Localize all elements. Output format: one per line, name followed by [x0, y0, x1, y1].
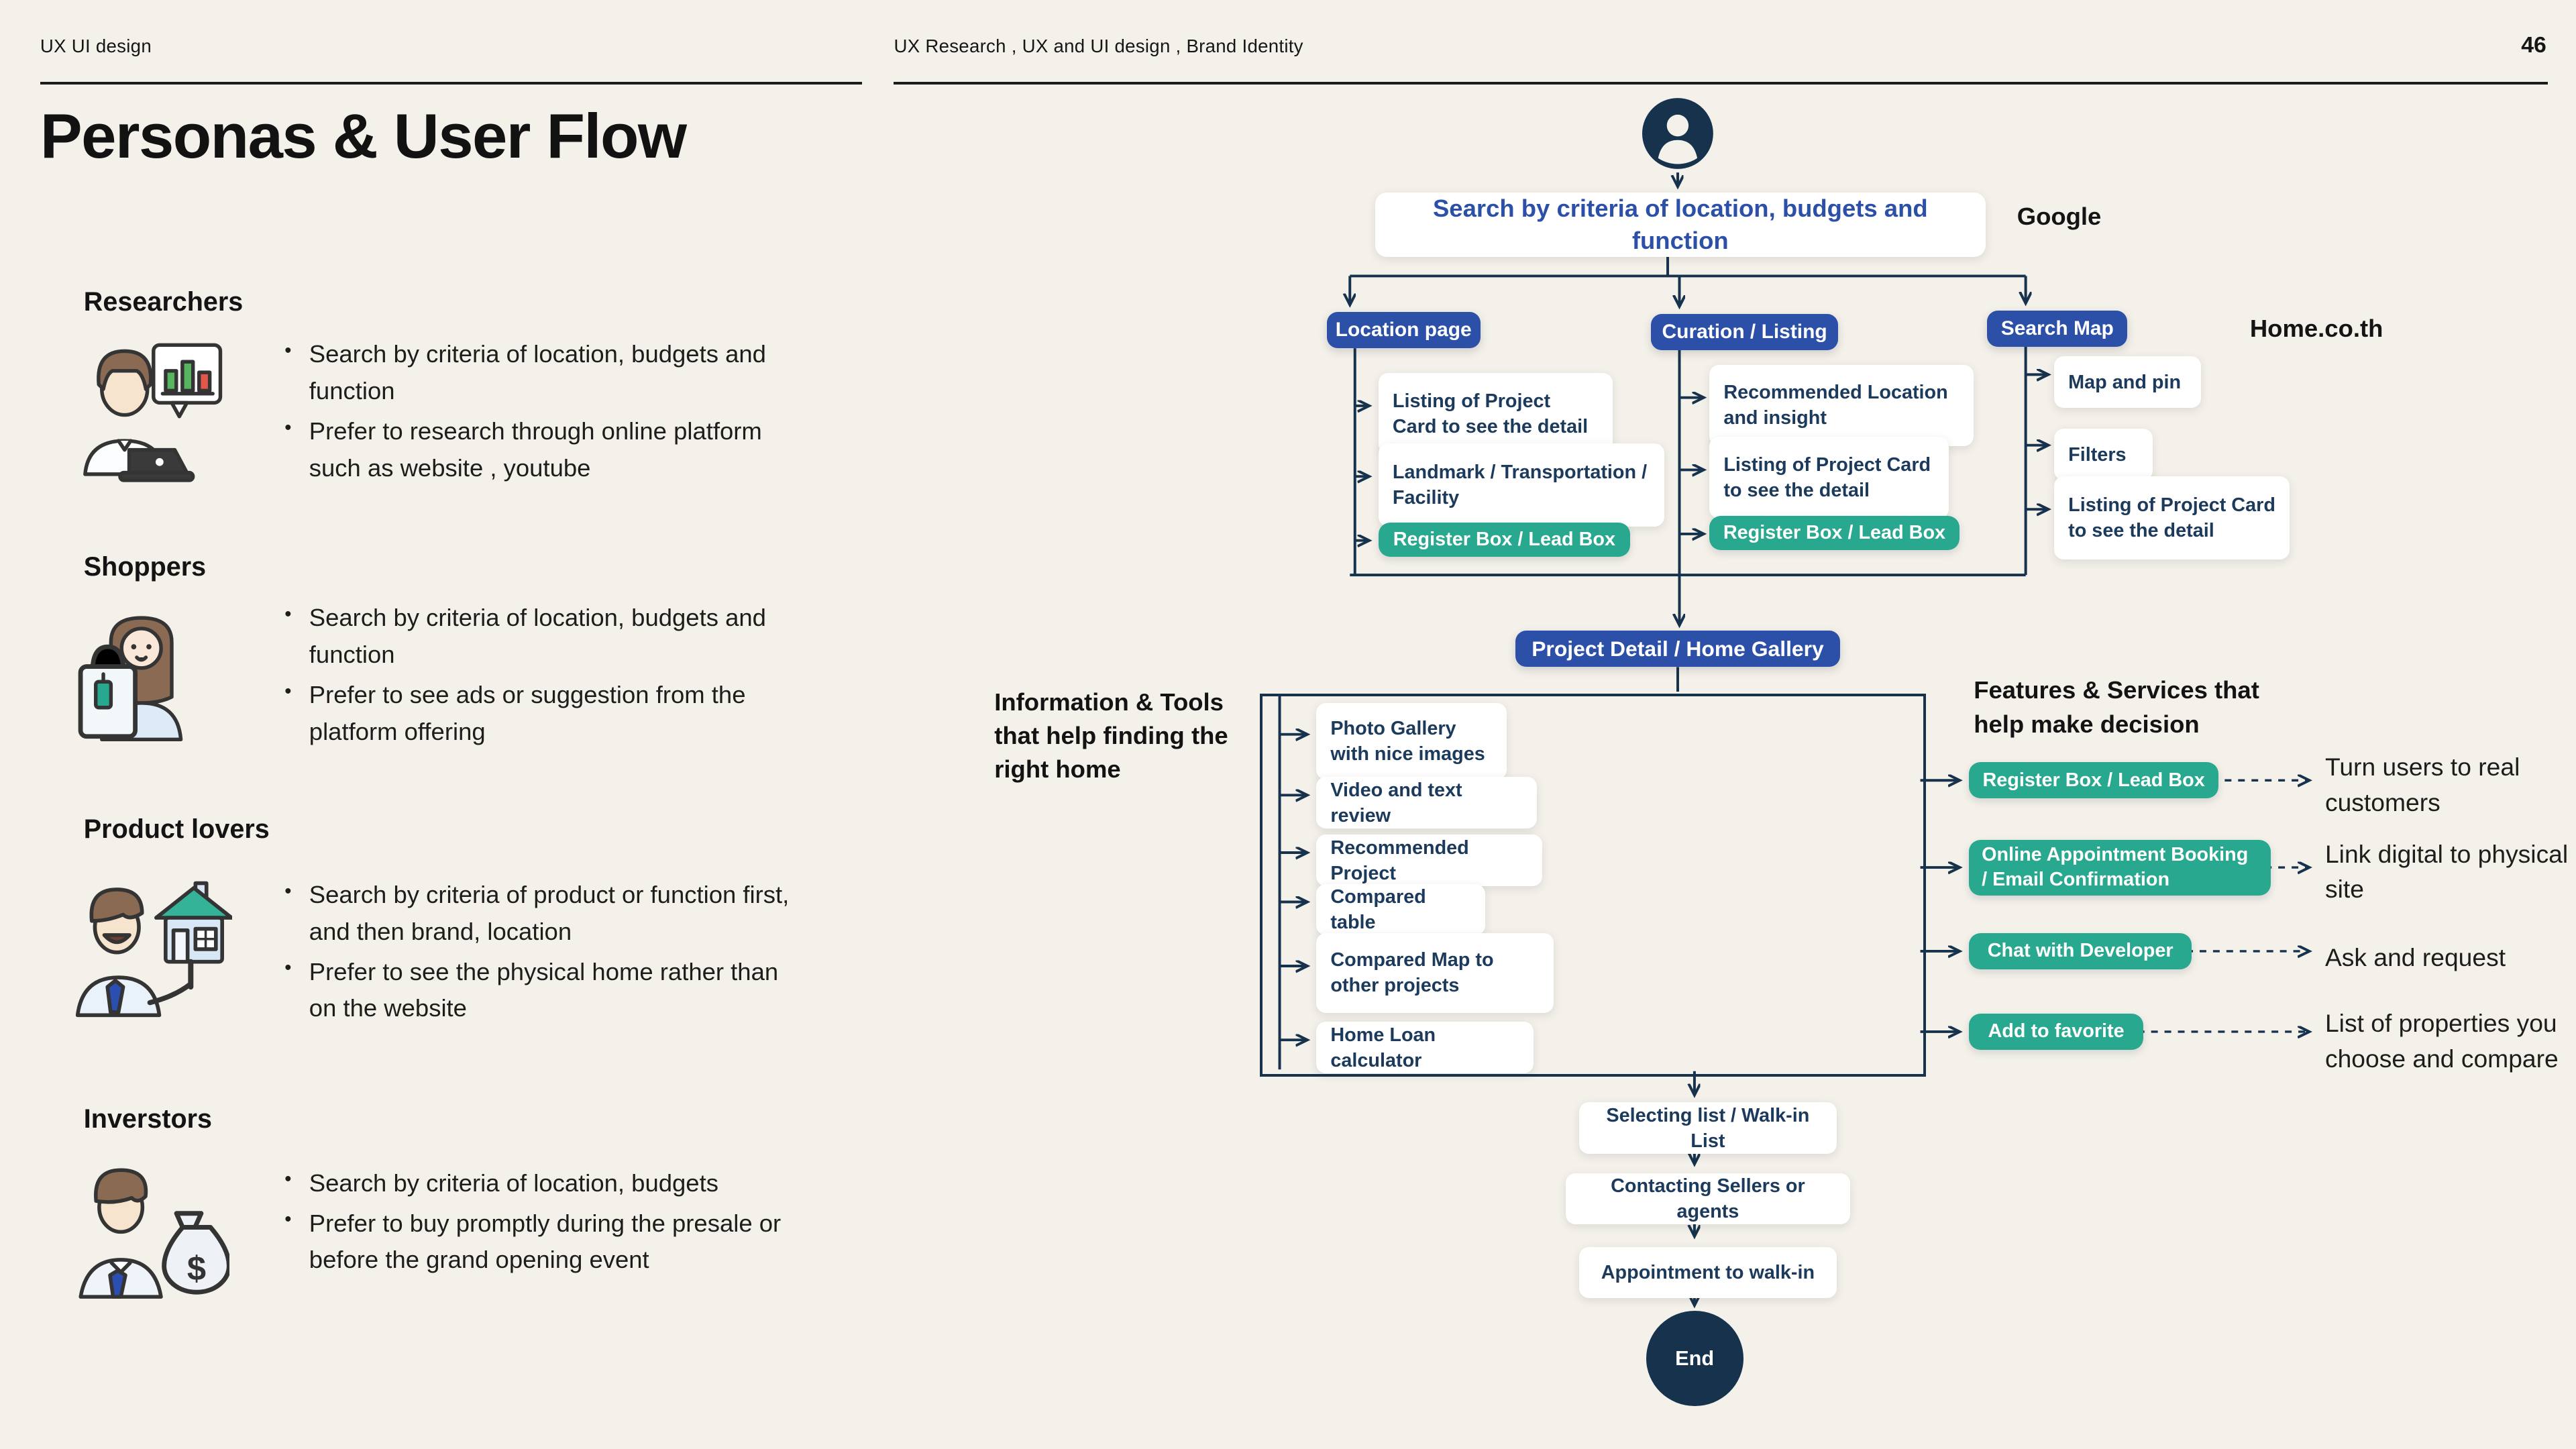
- page-number: 46: [2521, 32, 2546, 58]
- persona-bullets-researchers: Search by criteria of location, budgets …: [280, 336, 808, 490]
- bullet: Search by criteria of product or functio…: [280, 877, 808, 950]
- user-icon: [1641, 97, 1715, 170]
- feature-note-register-box: Turn users to real customers: [2324, 752, 2520, 816]
- persona-name-researchers: Researchers: [83, 286, 244, 317]
- svg-text:$: $: [187, 1249, 206, 1287]
- tools-section-label: Information & Tools that help finding th…: [994, 688, 1228, 784]
- bullet: Search by criteria of location, budgets: [280, 1165, 808, 1202]
- persona-bullets-inverstors: Search by criteria of location, budgets …: [280, 1165, 808, 1283]
- node-tool-compared-map: Compared Map to other projects: [1316, 933, 1554, 1013]
- node-search-map: Search Map: [1987, 310, 2128, 347]
- home-co-th-label: Home.co.th: [2249, 315, 2383, 343]
- persona-name-inverstors: Inverstors: [83, 1104, 213, 1134]
- node-curation-item-2: Listing of Project Card to see the detai…: [1709, 437, 1949, 519]
- feature-note-chat-developer: Ask and request: [2324, 943, 2506, 971]
- node-feature-appointment-booking: Online Appointment Booking / Email Confi…: [1968, 839, 2271, 896]
- node-feature-chat-developer: Chat with Developer: [1968, 933, 2192, 969]
- node-location-item-2: Landmark / Transportation / Facility: [1378, 443, 1664, 527]
- product-lover-icon: [74, 862, 234, 1030]
- node-end: End: [1646, 1311, 1743, 1407]
- bullet: Prefer to see ads or suggestion from the…: [280, 677, 808, 750]
- header-right-rule: [894, 82, 2548, 85]
- node-appointment-walkin: Appointment to walk-in: [1578, 1246, 1837, 1299]
- bullet: Search by criteria of location, budgets …: [280, 336, 808, 409]
- bullet: Search by criteria of location, budgets …: [280, 600, 808, 673]
- feature-note-appointment-booking: Link digital to physical site: [2324, 839, 2569, 904]
- features-section-label: Features & Services that help make decis…: [1974, 676, 2259, 738]
- bullet: Prefer to buy promptly during the presal…: [280, 1205, 808, 1279]
- google-label: Google: [2017, 203, 2102, 231]
- node-location-register-box: Register Box / Lead Box: [1378, 522, 1630, 557]
- feature-note-add-favorite: List of properties you choose and compar…: [2324, 1008, 2559, 1073]
- search-node: Search by criteria of location, budgets …: [1375, 192, 1986, 258]
- node-location-item-1: Listing of Project Card to see the detai…: [1378, 372, 1613, 455]
- bullet: Prefer to research through online platfo…: [280, 413, 808, 486]
- node-map-item-1: Map and pin: [2054, 356, 2202, 409]
- node-feature-add-favorite: Add to favorite: [1968, 1013, 2144, 1050]
- header-left-rule: [40, 82, 862, 85]
- node-tool-loan-calculator: Home Loan calculator: [1316, 1022, 1534, 1074]
- node-tool-compared-table: Compared table: [1316, 883, 1485, 936]
- node-tool-recommended-project: Recommended Project: [1316, 835, 1542, 886]
- node-selecting-list: Selecting list / Walk-in List: [1578, 1102, 1837, 1155]
- researcher-icon: [74, 332, 227, 486]
- node-curation-item-1: Recommended Location and insight: [1709, 364, 1974, 446]
- shopper-icon: [74, 594, 227, 751]
- page-title: Personas & User Flow: [40, 101, 687, 172]
- persona-bullets-product-lovers: Search by criteria of product or functio…: [280, 877, 808, 1031]
- node-map-item-2: Filters: [2054, 429, 2153, 480]
- node-project-detail-hub: Project Detail / Home Gallery: [1515, 631, 1840, 667]
- node-location-page: Location page: [1326, 312, 1481, 349]
- persona-name-shoppers: Shoppers: [83, 551, 207, 582]
- node-curation-listing: Curation / Listing: [1651, 313, 1839, 350]
- header-left-label: UX UI design: [40, 35, 152, 56]
- detail-container-box: [1259, 693, 1926, 1077]
- node-feature-register-box: Register Box / Lead Box: [1968, 762, 2219, 799]
- node-map-item-3: Listing of Project Card to see the detai…: [2054, 476, 2290, 559]
- persona-name-product-lovers: Product lovers: [83, 814, 270, 844]
- persona-bullets-shoppers: Search by criteria of location, budgets …: [280, 600, 808, 754]
- node-contacting-sellers: Contacting Sellers or agents: [1565, 1173, 1850, 1225]
- node-tool-photo-gallery: Photo Gallery with nice images: [1316, 703, 1507, 780]
- node-tool-video-review: Video and text review: [1316, 777, 1538, 829]
- bullet: Prefer to see the physical home rather t…: [280, 954, 808, 1027]
- header-center-label: UX Research , UX and UI design , Brand I…: [894, 35, 1303, 56]
- investor-icon: $: [74, 1149, 232, 1309]
- node-curation-register-box: Register Box / Lead Box: [1709, 515, 1960, 551]
